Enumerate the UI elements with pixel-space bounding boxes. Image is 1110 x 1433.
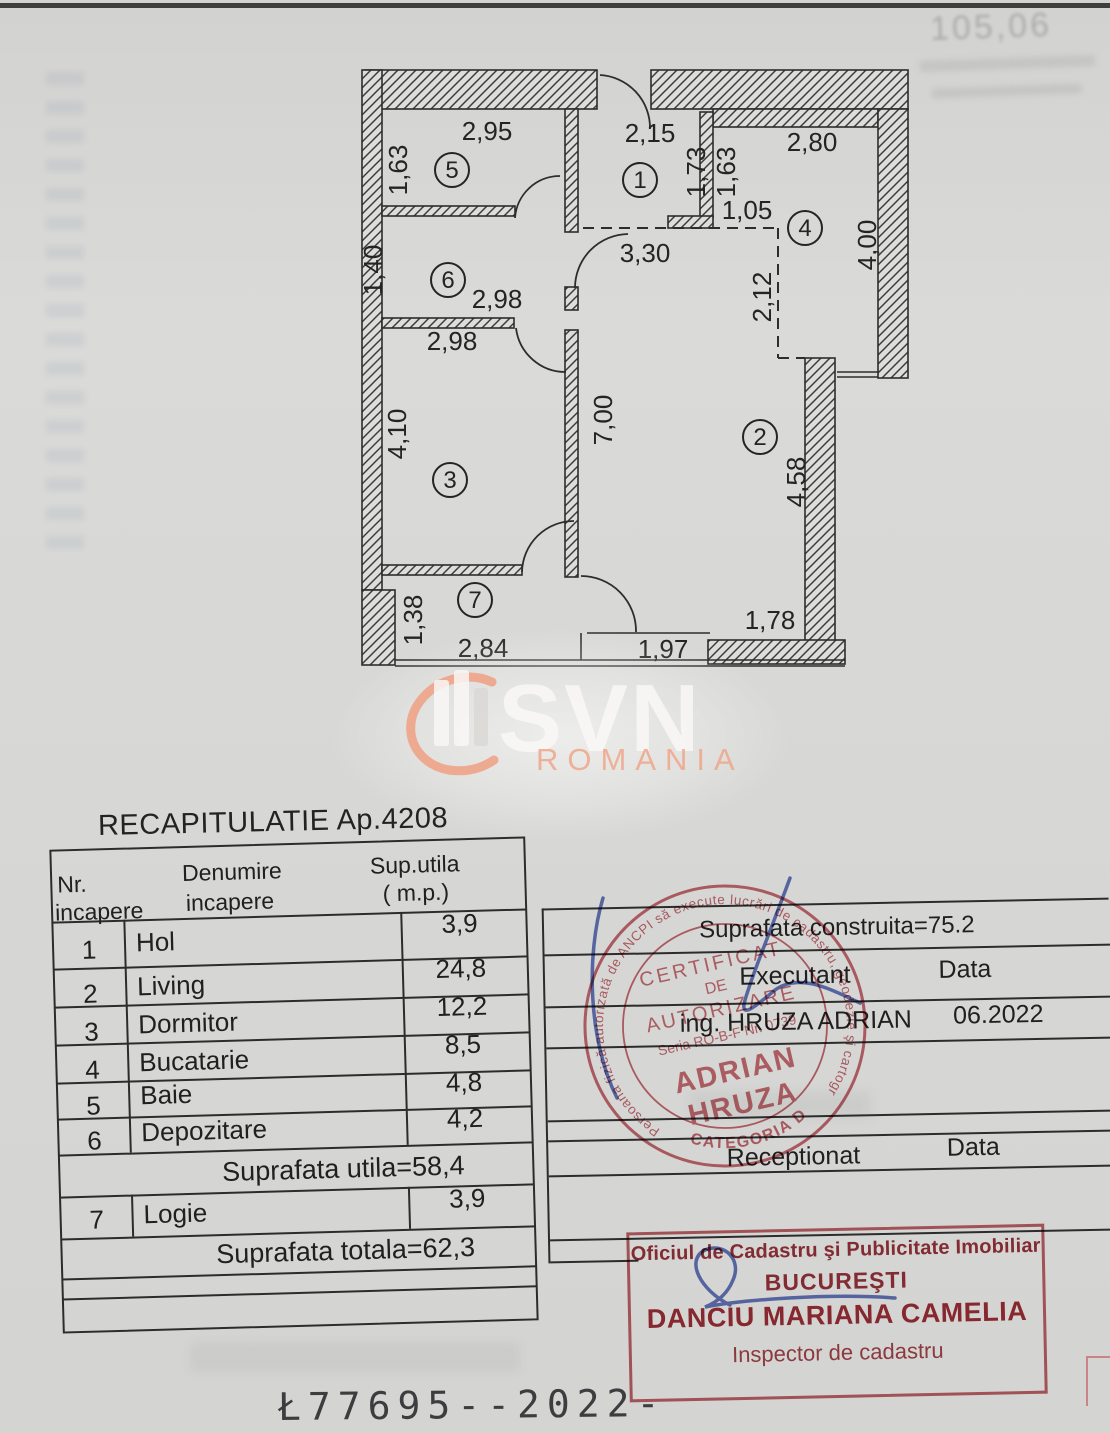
recap-table: Nr. incapere Denumire incapere Sup.utila… <box>49 836 539 1334</box>
cut-off-stamp-corner <box>1086 1356 1110 1406</box>
row-area: 4,8 <box>445 1066 483 1098</box>
room-number-6: 6 <box>441 267 454 294</box>
floor-plan: 1 2 3 4 5 6 7 2,95 2,15 2,80 1,05 3,30 2… <box>358 69 909 667</box>
row-area: 12,2 <box>436 990 488 1022</box>
wall-room6-room3 <box>381 317 515 329</box>
wall-top-left <box>364 69 598 110</box>
room-number-7: 7 <box>468 587 481 614</box>
dim-kitchen-height: 4,00 <box>852 220 882 271</box>
col-header-denumire2: incapere <box>185 887 275 916</box>
door-room6 <box>515 327 567 373</box>
dim-room5-width: 2,95 <box>462 116 513 146</box>
col-header-nr: Nr. <box>56 870 88 898</box>
bleed-through-strip <box>46 72 84 560</box>
plan-dashed-lines <box>583 227 805 359</box>
table-line <box>550 1259 639 1264</box>
row-area: 8,5 <box>444 1028 482 1060</box>
wall-hall-stub <box>667 215 714 229</box>
row-area: 4,2 <box>446 1102 484 1134</box>
dim-depozitare-width: 2,98 <box>472 284 523 314</box>
wall-room3-room7 <box>381 564 523 576</box>
paper-smudge <box>190 1342 520 1372</box>
room-number-1: 1 <box>633 167 646 194</box>
col-header-nr2: incapere <box>54 897 144 926</box>
wall-central-mid <box>564 286 579 311</box>
row-name: Living <box>136 969 206 1002</box>
watermark-brand: SVN <box>498 665 702 772</box>
row-area: 3,9 <box>441 907 479 939</box>
total-row: Suprafata totala=62,3 <box>215 1232 476 1270</box>
room-circles <box>430 152 823 618</box>
row-nr: 1 <box>81 934 97 965</box>
scan-edge-line <box>0 3 1110 8</box>
row-name: Baie <box>139 1078 193 1111</box>
row-area: 3,9 <box>448 1182 486 1214</box>
data-label: Data <box>938 954 992 984</box>
dim-kitchen-left-height: 1,63 <box>711 147 741 198</box>
col-header-mp: ( m.p.) <box>382 878 450 907</box>
dim-depozitare-height: 1,40 <box>358 245 388 296</box>
room-number-4: 4 <box>798 215 811 242</box>
executant-date: 06.2022 <box>952 999 1044 1030</box>
row-nr: 3 <box>83 1016 100 1047</box>
row-area: 24,8 <box>435 952 487 984</box>
svn-logo-icon <box>406 670 499 776</box>
row-nr: 7 <box>89 1204 105 1235</box>
row-name: Bucatarie <box>138 1044 250 1078</box>
wall-kitchen-top <box>712 108 879 128</box>
dim-hall-opening: 3,30 <box>620 238 671 268</box>
col-header-denumire: Denumire <box>181 857 283 887</box>
door-entrance <box>599 74 651 130</box>
door-room5 <box>514 175 561 219</box>
room-number-5: 5 <box>445 157 458 184</box>
row-name: Hol <box>135 926 176 958</box>
row-nr: 5 <box>85 1090 102 1121</box>
wall-central-upper <box>564 108 579 233</box>
plan-door-arcs <box>514 74 651 633</box>
dim-hall-width: 2,15 <box>625 118 676 148</box>
door-room3 <box>521 520 575 573</box>
row-name: Logie <box>143 1197 208 1230</box>
wall-top-right <box>650 69 909 110</box>
wall-right-kitchen <box>877 108 909 379</box>
col-header-suputila: Sup.utila <box>369 850 460 879</box>
dim-corridor-height: 7,00 <box>588 395 618 446</box>
door-living <box>574 233 629 289</box>
row-name: Depozitare <box>140 1113 268 1148</box>
room-number-3: 3 <box>443 467 456 494</box>
wall-left <box>361 69 383 591</box>
dim-hall-height: 1,73 <box>681 147 711 198</box>
registration-number: Ł77695--2022- <box>277 1380 667 1430</box>
dim-kitchen-niche: 1,05 <box>722 195 773 225</box>
data-label: Data <box>946 1132 1000 1162</box>
row-name: Dormitor <box>137 1006 239 1040</box>
wall-central-lower <box>564 329 579 578</box>
executant-signature <box>590 876 862 1100</box>
watermark-country: ROMANIA <box>536 742 744 777</box>
inspector-signature <box>694 1246 897 1309</box>
wall-room5-room6 <box>381 205 516 217</box>
door-logie <box>580 575 637 633</box>
room-number-2: 2 <box>753 424 766 451</box>
plan-walls <box>361 69 909 666</box>
wall-right-living <box>804 357 836 643</box>
stamp-de: DE <box>703 977 728 999</box>
dim-kitchen-width: 2,80 <box>787 127 838 157</box>
dim-room5-height: 1,63 <box>383 145 413 196</box>
dim-living-height: 4,58 <box>781 457 811 508</box>
row-nr: 6 <box>86 1125 103 1156</box>
table-line <box>62 1285 537 1301</box>
row-nr: 2 <box>82 978 99 1009</box>
dim-dormitor-height: 4,10 <box>382 409 412 460</box>
dim-kitchen-dashed: 2,12 <box>747 272 777 323</box>
dim-dormitor-width: 2,98 <box>427 326 478 356</box>
row-nr: 4 <box>84 1054 101 1085</box>
